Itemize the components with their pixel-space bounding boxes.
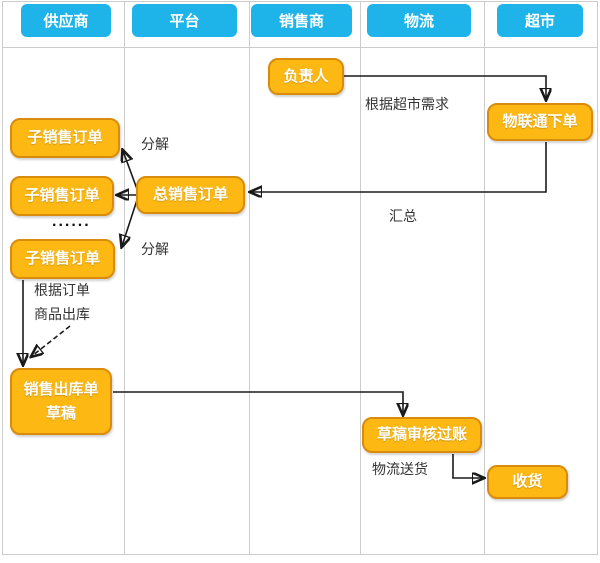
lane-header-supermarket: 超市 [497,4,583,37]
lane-header-logistics: 物流 [367,4,471,37]
label-summarize: 汇总 [389,208,417,224]
node-receive-goods: 收货 [487,465,568,499]
lane-divider-3 [360,1,361,554]
table-border [2,1,598,555]
lane-header-platform: 平台 [132,4,237,37]
label-decompose-bottom: 分解 [141,241,169,257]
node-total-sales-order: 总销售订单 [136,176,245,214]
node-sub-sales-order-3: 子销售订单 [10,239,115,279]
lane-header-seller: 销售商 [251,4,352,37]
lane-divider-4 [484,1,485,554]
label-per-order: 根据订单 [34,282,90,298]
lane-divider-1 [124,1,125,554]
lane-divider-2 [249,1,250,554]
label-per-supermarket-demand: 根据超市需求 [365,96,449,112]
node-iot-order: 物联通下单 [487,103,593,141]
label-logistics-delivery: 物流送货 [372,461,428,477]
lane-header-supplier: 供应商 [21,4,111,37]
node-sales-outbound-draft-line2: 草稿 [45,404,76,422]
node-manager: 负责人 [268,58,344,95]
label-decompose-top: 分解 [141,136,169,152]
label-goods-outbound: 商品出库 [34,306,90,322]
ellipsis-more-orders: ...... [52,213,91,230]
header-row-divider [2,47,597,48]
node-draft-audit-posting: 草稿审核过账 [362,417,482,453]
node-sales-outbound-draft-line1: 销售出库单 [23,380,99,398]
node-sub-sales-order-2: 子销售订单 [10,176,114,216]
node-sales-outbound-draft: 销售出库单 草稿 [10,368,112,435]
node-sub-sales-order-1: 子销售订单 [10,118,120,158]
